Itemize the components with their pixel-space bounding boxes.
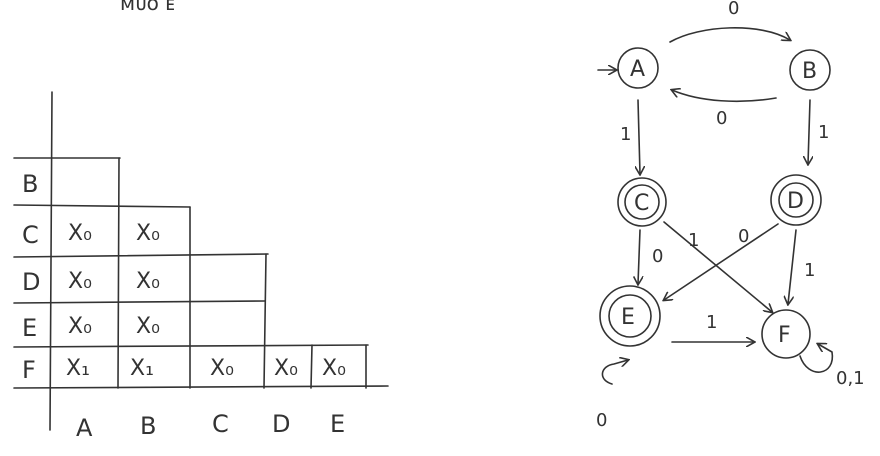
state-b-label: B — [802, 59, 817, 84]
edge-b-d-label: 1 — [818, 122, 829, 143]
edge-a-c — [638, 99, 640, 174]
row-label-d: D — [22, 268, 40, 296]
edge-a-c-label: 1 — [620, 124, 631, 145]
col-label-a: A — [76, 414, 93, 442]
edge-c-f — [663, 221, 772, 312]
table-line-c-d — [13, 253, 269, 258]
cell-d-b: X₀ — [136, 269, 160, 294]
dfa-graph: A B C D E F 0 0 1 — [596, 0, 865, 431]
state-a-label: A — [630, 57, 645, 82]
state-c-label: C — [634, 191, 649, 216]
state-e: E — [599, 285, 661, 347]
cell-f-c: X₀ — [210, 356, 234, 381]
state-a: A — [617, 47, 659, 89]
state-d-outer-circle — [770, 174, 822, 226]
cell-c-a: X₀ — [68, 221, 92, 246]
cell-f-e: X₀ — [322, 356, 346, 381]
state-e-outer-circle — [599, 285, 661, 347]
table-col-line-d-e — [310, 344, 313, 389]
edge-c-e — [638, 229, 640, 284]
edge-b-a — [672, 90, 777, 103]
row-label-c: C — [22, 221, 39, 249]
cell-e-a: X₀ — [68, 314, 92, 339]
state-b-circle — [789, 49, 831, 91]
cell-e-b: X₀ — [136, 314, 160, 339]
table-col-line-a-b — [117, 157, 120, 389]
edge-d-f-label: 1 — [804, 260, 815, 281]
edge-a-b-label: 0 — [728, 0, 739, 19]
cell-c-b: X₀ — [136, 221, 160, 246]
edge-d-e-label: 0 — [738, 226, 749, 247]
state-f-label: F — [778, 323, 791, 348]
edge-e-e-label: 0 — [596, 410, 607, 431]
col-label-d: D — [272, 410, 290, 438]
cell-f-b: X₁ — [130, 356, 154, 381]
state-b: B — [789, 49, 831, 91]
table-line-d-e — [13, 300, 266, 304]
edge-b-a-label: 0 — [716, 108, 727, 129]
state-c-outer-circle — [617, 177, 667, 227]
row-label-b: B — [22, 170, 38, 198]
state-e-inner-circle — [608, 294, 652, 338]
edge-f-f-label: 0,1 — [836, 368, 865, 389]
state-c: C — [617, 177, 667, 227]
table-col-line-c-d — [263, 253, 267, 389]
state-c-inner-circle — [624, 184, 660, 220]
state-a-circle — [617, 47, 659, 89]
table-line-e-f — [13, 344, 369, 348]
edge-b-d — [808, 99, 810, 164]
cell-d-a: X₀ — [68, 269, 92, 294]
state-d-label: D — [787, 189, 804, 214]
state-d-inner-circle — [778, 182, 814, 218]
col-label-c: C — [212, 410, 229, 438]
state-f-circle — [761, 309, 811, 359]
cell-f-d: X₀ — [274, 356, 298, 381]
state-f: F — [761, 309, 811, 359]
edge-f-f-loop — [799, 344, 834, 373]
table-baseline — [13, 385, 389, 389]
table-vertical-axis — [49, 91, 53, 431]
edge-d-f — [788, 229, 797, 304]
table-line-b-c — [13, 204, 191, 208]
edge-e-f-label: 1 — [706, 312, 717, 333]
row-label-e: E — [22, 314, 37, 342]
col-label-b: B — [140, 412, 156, 440]
edge-a-b — [669, 27, 790, 43]
cell-f-a: X₁ — [66, 356, 90, 381]
edge-d-e — [664, 223, 779, 300]
edge-c-f-label: 1 — [688, 230, 699, 251]
edge-c-e-label: 0 — [652, 246, 663, 267]
top-fragment-text: ᴍᴜᴏ ᴇ — [120, 0, 175, 15]
minimization-table: B C D E F A B C D E X₀ X₀ X₀ X₀ X₀ X₀ X₁… — [13, 91, 389, 442]
state-e-label: E — [621, 305, 635, 330]
row-label-f: F — [22, 356, 36, 384]
edge-e-e-loop — [601, 360, 628, 385]
col-label-e: E — [330, 410, 345, 438]
state-d: D — [770, 174, 822, 226]
